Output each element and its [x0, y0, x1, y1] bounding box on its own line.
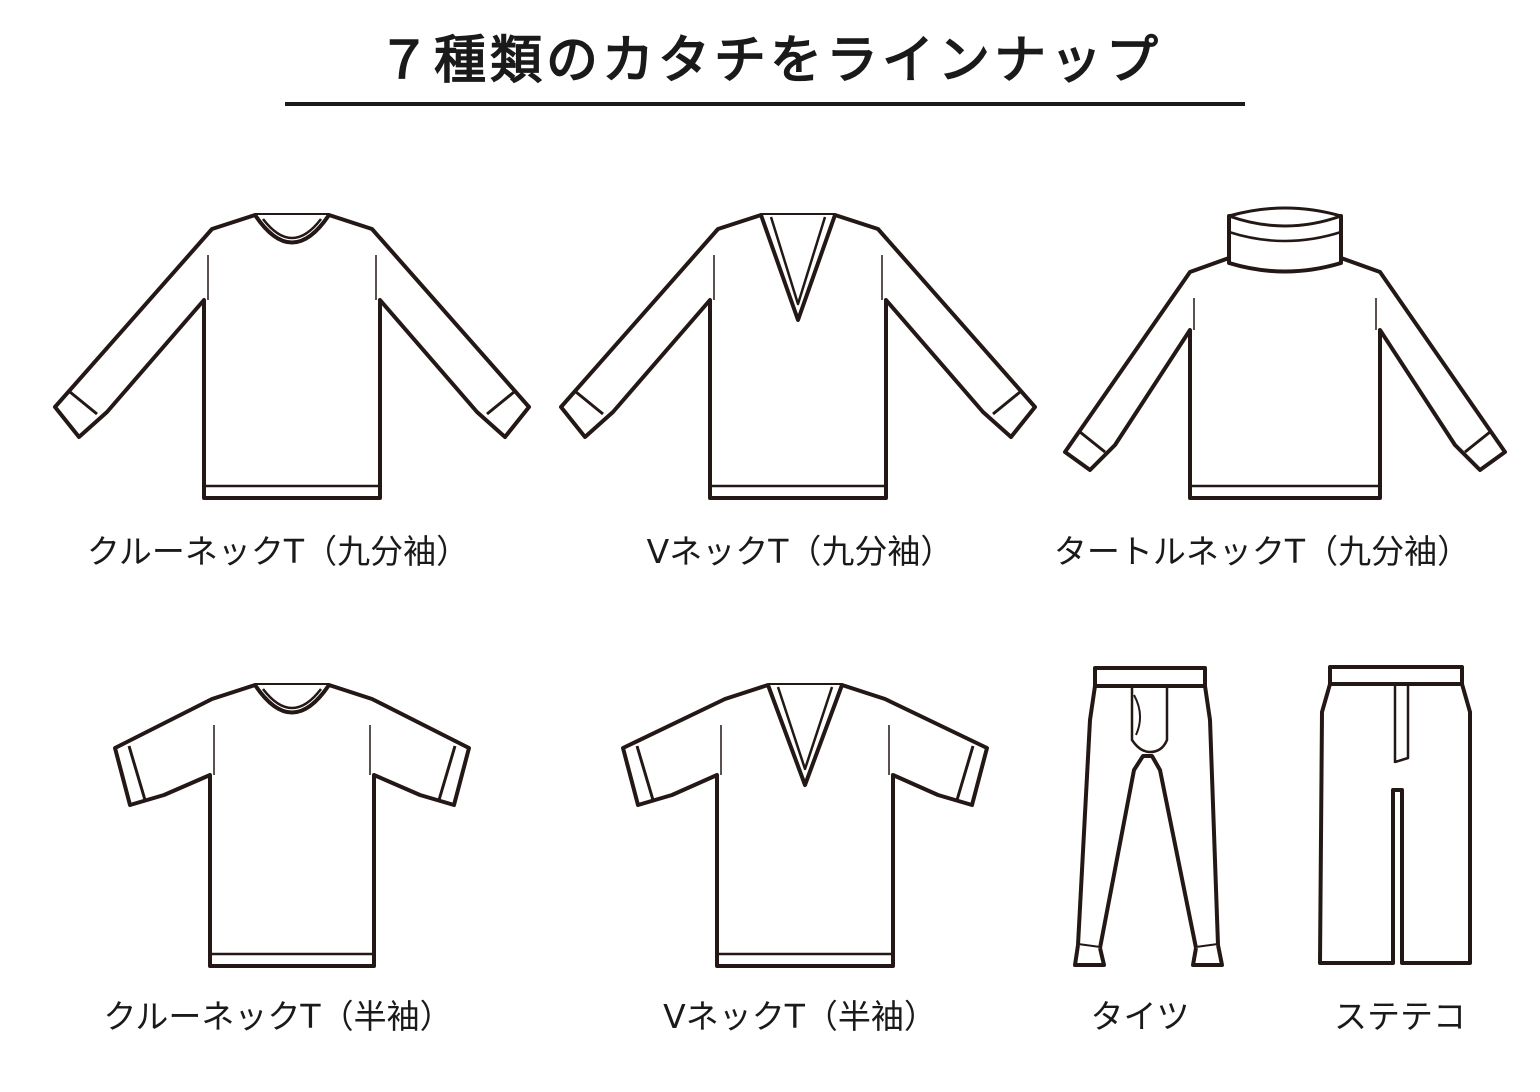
garment-outline	[213, 725, 371, 775]
garment-outline	[1193, 298, 1377, 330]
garment-outline	[253, 683, 331, 715]
garment-outline	[992, 390, 1021, 416]
garment-outline	[262, 688, 322, 710]
title-underline	[285, 102, 1245, 106]
garment-outline	[1227, 214, 1343, 274]
garment-outline	[1227, 206, 1343, 228]
tights-illustration	[1073, 666, 1224, 967]
garment-outline	[713, 255, 883, 300]
garment-outline	[127, 745, 147, 801]
garment-outline	[621, 683, 989, 968]
item-label-tights: タイツ	[1090, 997, 1190, 1036]
suteteko-illustration	[1318, 665, 1472, 965]
garment-outline	[776, 686, 834, 771]
turtleneck-long-sleeve-illustration	[1063, 206, 1507, 500]
garment-outline	[1079, 430, 1106, 454]
garment-outline	[1228, 230, 1342, 243]
garment-outline	[253, 213, 331, 245]
garment-outline	[486, 390, 515, 416]
garment-outline	[207, 255, 377, 300]
garment-outline	[635, 745, 655, 801]
garment-outline	[1464, 430, 1491, 454]
garment-outline	[113, 683, 471, 968]
item-label-suteteko: ステテコ	[1334, 997, 1466, 1036]
crew-neck-long-sleeve-illustration	[53, 213, 531, 500]
item-label-vneck-long: VネックT（九分袖）	[646, 532, 954, 571]
garment-outline	[769, 216, 827, 306]
v-neck-short-sleeve-illustration	[621, 683, 989, 968]
v-neck-long-sleeve-illustration	[559, 213, 1037, 500]
item-label-vneck-short: VネックT（半袖）	[663, 997, 937, 1036]
garment-outline	[53, 213, 531, 500]
item-label-crew-short: クルーネックT（半袖）	[103, 997, 453, 1036]
item-label-turtleneck-long: タートルネックT（九分袖）	[1053, 532, 1471, 571]
garment-outline	[1063, 256, 1507, 500]
garment-outline	[955, 745, 975, 801]
item-label-crew-long: クルーネックT（九分袖）	[86, 532, 470, 571]
garment-outline	[559, 213, 1037, 500]
page-title: ７種類のカタチをラインナップ	[377, 31, 1162, 91]
garment-outline	[69, 390, 98, 416]
garment-outline	[262, 218, 322, 240]
garment-outline	[720, 725, 890, 775]
crew-neck-short-sleeve-illustration	[113, 683, 471, 968]
garment-outline	[575, 390, 604, 416]
garment-outline	[437, 745, 457, 801]
